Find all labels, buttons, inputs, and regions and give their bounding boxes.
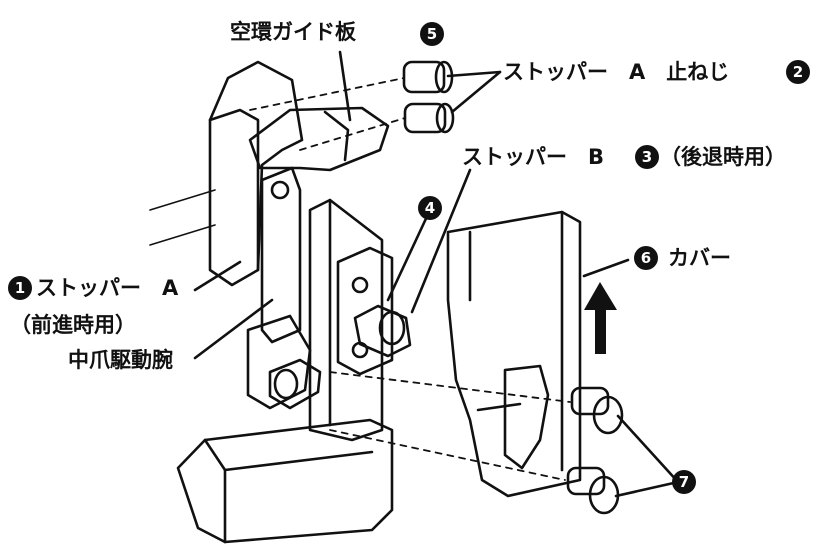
gauge-plate-shape <box>248 106 390 172</box>
label-stopper-a-note: （前進時用） <box>10 313 136 337</box>
label-gauge-plate: 空環ガイド板 <box>230 20 356 44</box>
stopper-a-screw-shapes <box>402 60 455 134</box>
callout-4: 4 <box>418 196 442 220</box>
label-stopper-b-note: （後退時用） <box>660 145 786 169</box>
callout-5: 5 <box>420 22 444 46</box>
callout-3: 3 <box>635 145 659 169</box>
callout-7: 7 <box>672 470 696 494</box>
label-stopper-a: ストッパー A <box>36 276 179 300</box>
cover-shape <box>446 210 582 498</box>
callout-1: 1 <box>8 276 32 300</box>
rear-bracket <box>208 60 304 287</box>
callout-6: 6 <box>634 246 658 270</box>
label-feed-arm: 中爪駆動腕 <box>68 348 173 372</box>
callout-2: 2 <box>786 60 810 84</box>
up-arrow <box>584 282 617 354</box>
main-frame <box>308 198 384 442</box>
label-stopper-b: ストッパー B <box>462 145 605 169</box>
label-cover: カバー <box>668 246 731 270</box>
feed-drive-arm <box>260 166 302 344</box>
lower-arm-block <box>246 314 312 410</box>
cover-screw-shapes <box>566 386 624 515</box>
base-plate <box>176 418 394 544</box>
label-stopper-a-screw: ストッパー A 止ねじ <box>503 60 730 84</box>
stopper-b-block <box>336 246 394 376</box>
